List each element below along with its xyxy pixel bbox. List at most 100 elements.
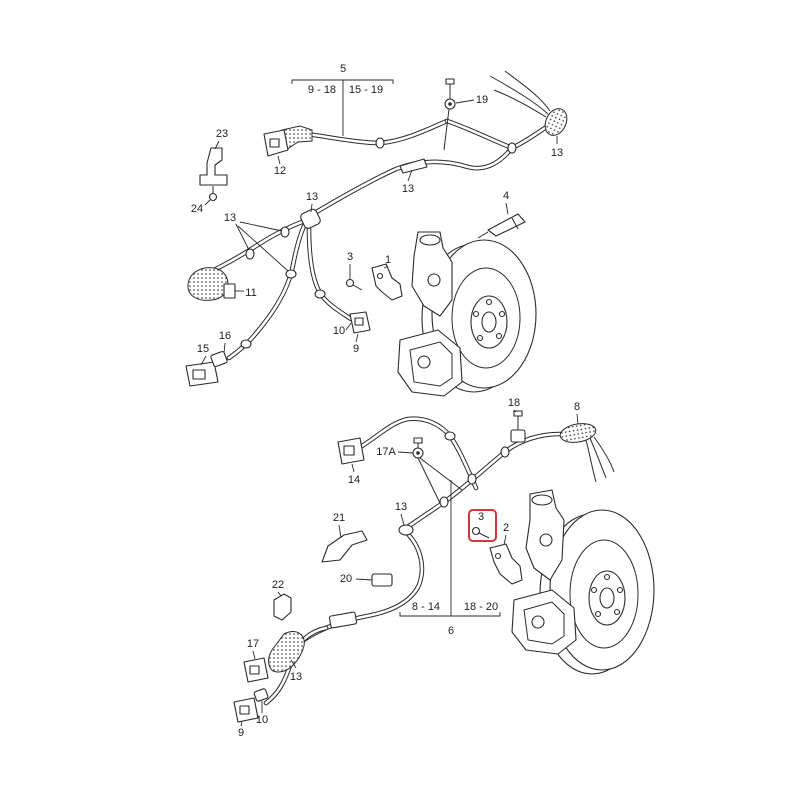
- callout-19: 19: [476, 94, 488, 106]
- callout-14: 14: [348, 474, 360, 486]
- callout-10: 10: [256, 714, 268, 726]
- leader-line: [355, 333, 359, 343]
- bottom-brake-caliper: [511, 589, 577, 655]
- bottom-group-bracket: 8 - 14 18 - 20 6: [399, 480, 501, 637]
- callout-21: 21: [333, 512, 345, 524]
- bottom-connector-14: [337, 437, 365, 465]
- bottom-speed-sensor-2: [489, 543, 523, 585]
- bottom-junction-13: [398, 524, 414, 536]
- bottom-clip-20-lower: [328, 611, 358, 629]
- bottom-brake-disc: [539, 509, 655, 675]
- top-clip-19: [443, 78, 456, 151]
- leader-line: [345, 322, 352, 331]
- leader-line: [400, 513, 405, 526]
- leader-line: [204, 199, 211, 206]
- callout-3-highlighted: 3: [478, 511, 484, 523]
- bottom-cable-grommets: [439, 431, 510, 508]
- callout-20: 20: [340, 573, 352, 585]
- top-connector-15: [185, 361, 219, 387]
- top-connector-12: [263, 125, 313, 157]
- bottom-clip-20: [371, 573, 393, 587]
- callout-24: 24: [191, 203, 203, 215]
- leader-line: [235, 223, 250, 251]
- top-grease-tube-4: [477, 213, 526, 239]
- callout-12: 12: [274, 165, 286, 177]
- leader-line: [407, 169, 413, 182]
- leader-line: [455, 99, 475, 104]
- callout-17: 17: [247, 638, 259, 650]
- leader-line: [383, 265, 389, 269]
- top-tag-11: [223, 283, 244, 299]
- top-bracket-23: [199, 147, 228, 186]
- bottom-foam-sleeve-13: [268, 631, 305, 673]
- bottom-bracket-21: [321, 530, 368, 563]
- top-junction-13: [300, 208, 321, 229]
- leader-line: [277, 591, 282, 597]
- top-bolt-3: [345, 278, 363, 291]
- bottom-group-label: 6: [448, 625, 454, 637]
- bottom-clip-17a: [412, 437, 463, 504]
- callout-9: 9: [238, 727, 244, 739]
- top-connector-9: [349, 311, 371, 334]
- leader-line: [277, 155, 281, 165]
- leader-line: [576, 413, 579, 425]
- leader-line: [252, 650, 256, 660]
- leader-line: [505, 202, 509, 215]
- bottom-bolt-3: [471, 526, 490, 539]
- top-sleeve-16: [210, 350, 228, 368]
- callout-18: 18: [508, 397, 520, 409]
- callout-15: 15: [197, 343, 209, 355]
- highlight-box: [468, 509, 497, 542]
- callout-13-grommets: 13: [224, 212, 236, 224]
- top-assembly: 5 9 - 18 15 - 19: [185, 63, 568, 397]
- bottom-connector-9: [233, 697, 259, 723]
- bottom-range-right: 18 - 20: [464, 601, 498, 613]
- bottom-sleeve-10: [253, 688, 269, 702]
- leader-line: [355, 578, 373, 581]
- callout-13-sleeve: 13: [290, 671, 302, 683]
- leader-line: [214, 140, 220, 150]
- top-range-right: 15 - 19: [349, 84, 383, 96]
- callout-4: 4: [503, 190, 509, 202]
- leader-line: [397, 451, 414, 454]
- top-steering-knuckle: [411, 231, 453, 317]
- callout-22: 22: [272, 579, 284, 591]
- top-group-label: 5: [340, 63, 346, 75]
- bottom-range-left: 8 - 14: [412, 601, 440, 613]
- callout-13-sensor: 13: [551, 147, 563, 159]
- callout-13-junction: 13: [306, 191, 318, 203]
- top-bracket-line: [291, 79, 394, 84]
- bottom-steering-knuckle: [525, 489, 565, 581]
- leader-line: [200, 355, 207, 366]
- bottom-bracket-22: [273, 593, 292, 621]
- bottom-connector-17: [243, 657, 269, 683]
- leader-line: [351, 463, 355, 473]
- leader-line: [223, 342, 226, 354]
- leader-line: [503, 534, 507, 546]
- callout-2: 2: [503, 522, 509, 534]
- callout-3: 3: [347, 251, 353, 263]
- top-sleeve-13: [399, 158, 428, 174]
- callout-11: 11: [245, 287, 256, 299]
- top-sensor-wire-13: [489, 70, 568, 136]
- leader-line: [239, 221, 283, 232]
- leader-line: [338, 524, 342, 539]
- leader-line: [513, 409, 517, 413]
- top-group-bracket: 5 9 - 18 15 - 19: [291, 63, 394, 136]
- top-bolt-24: [208, 186, 218, 202]
- leader-line: [310, 203, 313, 213]
- bottom-assembly: 8 - 14 18 - 20 6: [233, 397, 655, 739]
- bottom-sensor-wire-8: [559, 423, 615, 483]
- callout-16: 16: [219, 330, 231, 342]
- callout-1: 1: [385, 254, 391, 266]
- bottom-bracket-line: [399, 612, 501, 617]
- leader-line: [237, 225, 289, 272]
- top-speed-sensor-1: [371, 263, 403, 301]
- callout-23: 23: [216, 128, 228, 140]
- bottom-clip-18: [510, 410, 526, 443]
- callout-17a: 17A: [376, 446, 396, 458]
- top-range-left: 9 - 18: [308, 84, 336, 96]
- top-brake-caliper: [397, 329, 463, 397]
